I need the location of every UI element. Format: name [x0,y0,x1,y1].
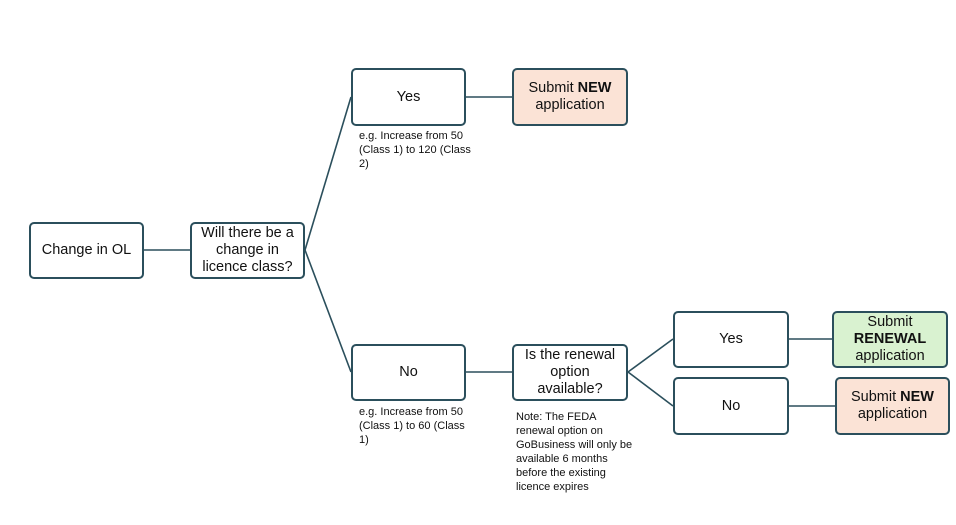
outcome-new-bottom-text: Submit NEW application [850,389,934,422]
question2-note: Note: The FEDA renewal option on GoBusin… [516,411,633,493]
question2-label: Is the renewal option available? [524,347,616,397]
outcome-new-top-text: Submit NEW application [528,80,612,113]
renewal-no-label: No [721,397,741,414]
branch-yes-label: Yes [396,88,421,105]
question1-node: Will there be a change in licence class? [190,222,305,279]
branch-yes-node: Yes [351,68,466,126]
renewal-no-node: No [673,377,789,435]
branch-yes-example: e.g. Increase from 50 (Class 1) to 120 (… [359,130,471,170]
connector-question2-to-no [627,371,674,407]
question2-node: Is the renewal option available? [512,344,628,401]
branch-no-node: No [351,344,466,401]
branch-no-label: No [399,364,418,380]
connector-question1-to-no [304,249,352,373]
question1-label: Will there be a change in licence class? [201,225,294,275]
start-node: Change in OL [29,222,144,279]
renewal-yes-node: Yes [673,311,789,368]
start-label: Change in OL [41,242,132,258]
outcome-new-bottom-node: Submit NEW application [835,377,950,435]
connector-question2-to-yes [627,338,674,373]
renewal-yes-label: Yes [719,331,743,347]
branch-no-example: e.g. Increase from 50 (Class 1) to 60 (C… [359,406,465,446]
outcome-new-top-node: Submit NEW application [512,68,628,126]
connector-question1-to-yes [304,96,352,251]
